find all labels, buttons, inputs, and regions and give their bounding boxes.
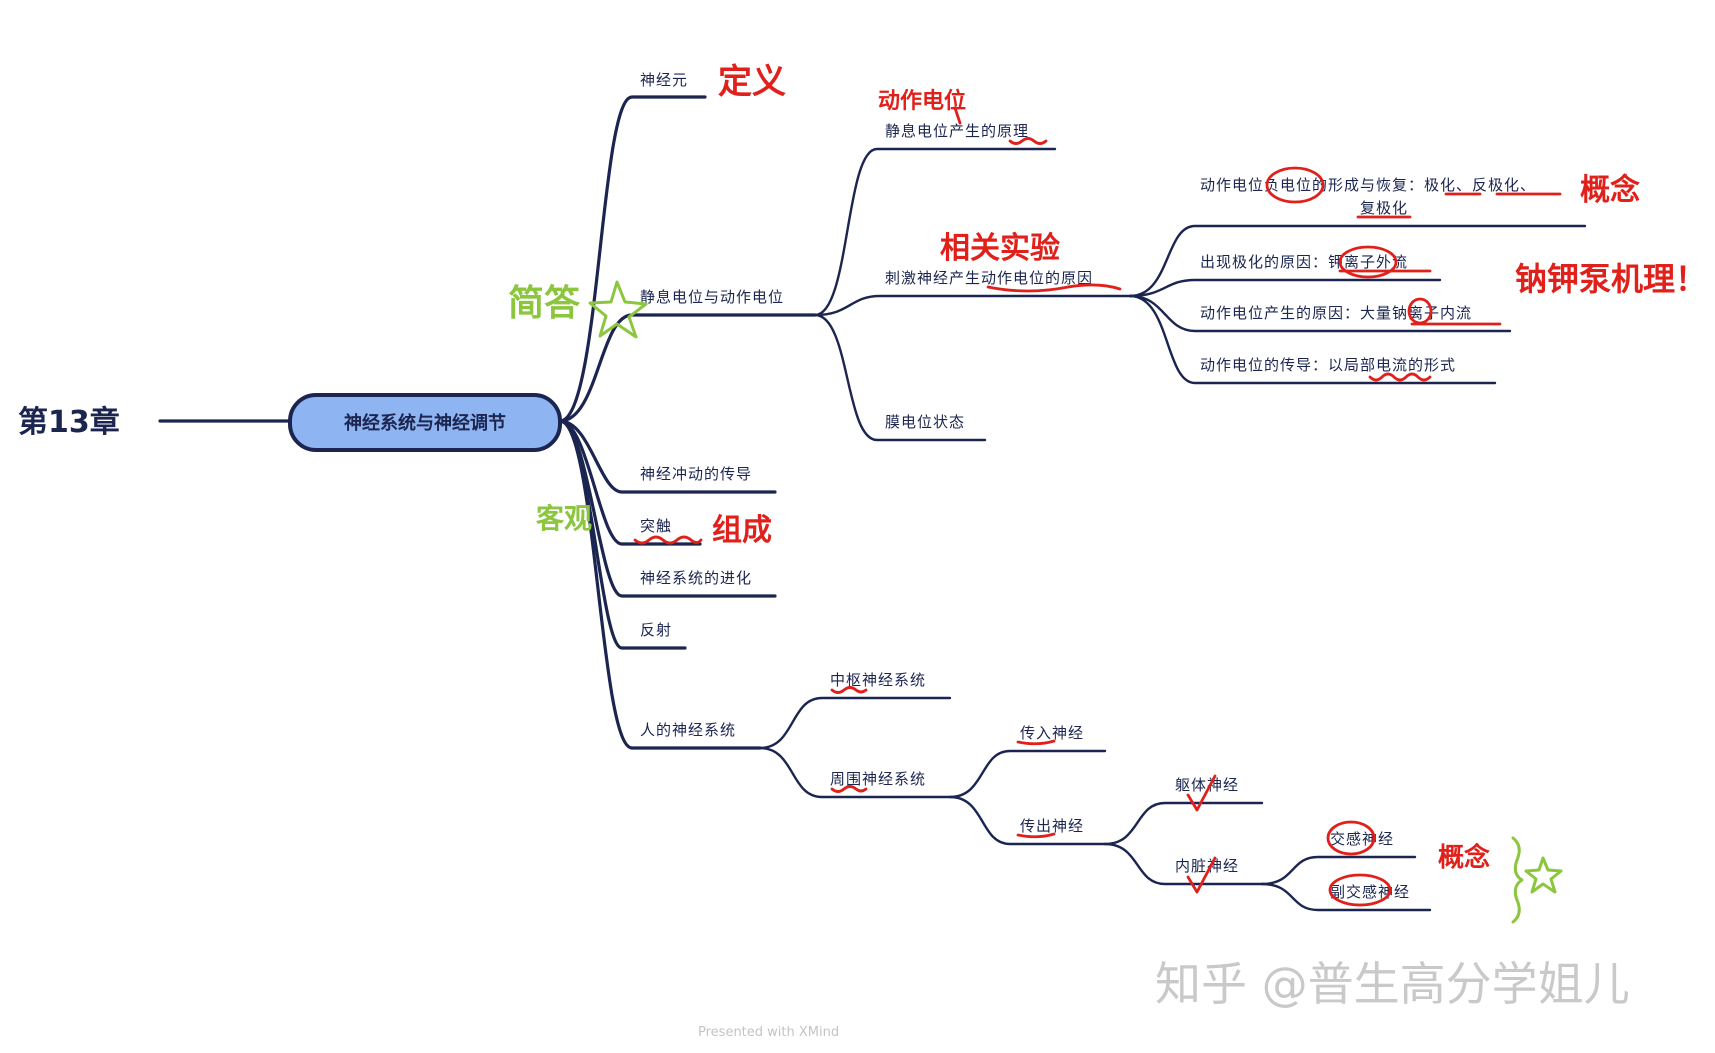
brace-mark [1511,836,1524,924]
edge-efferent [948,795,1107,846]
annotation-concept: 概念 [1580,173,1640,208]
green-markup [588,280,1563,924]
edge-polarization [1128,278,1442,298]
node-formation[interactable]: 动作电位负电位的形成与恢复：极化、反极化、 [1200,176,1536,194]
underline-mark [1016,832,1056,839]
edge-visceral [1103,842,1264,886]
edge-pns [758,746,952,799]
node-human-ns[interactable]: 人的神经系统 [640,721,736,739]
annotation-short-answer: 简答 [508,283,581,324]
node-neuron[interactable]: 神经元 [640,71,688,89]
node-evolution[interactable]: 神经系统的进化 [640,569,752,587]
annotation-na-k-pump: 钠钾泵机理！ [1515,260,1707,298]
edge-stimulus-cause [813,294,1132,317]
check-mark [1186,856,1217,894]
chapter-title: 第13章 [18,405,120,440]
node-potentials[interactable]: 静息电位与动作电位 [640,288,784,306]
annotation-action-potential: 动作电位 [878,88,966,114]
circle-mark [1328,873,1392,907]
edge-human-ns [558,419,762,750]
edge-parasympathetic [1260,882,1432,912]
pointer-mark [953,106,962,125]
node-reflex[interactable]: 反射 [640,621,672,639]
node-impulse[interactable]: 神经冲动的传导 [640,465,752,483]
star-icon [1524,856,1563,894]
central-topic-label: 神经系统与神经调节 [344,412,506,434]
node-resting-principle[interactable]: 静息电位产生的原理 [885,122,1029,140]
edge-afferent [948,749,1107,799]
edge-impulse [558,419,777,494]
annotation-related-experiment: 相关实验 [940,231,1060,266]
star-icon [588,280,648,339]
edge-membrane-state [813,313,987,442]
underline-mark [986,283,1122,293]
node-polarization-cause[interactable]: 出现极化的原因：钾离子外流 [1200,253,1408,271]
edge-cns [758,696,952,750]
wavy-underline [1368,372,1432,382]
node-efferent[interactable]: 传出神经 [1020,817,1084,835]
node-membrane-state[interactable]: 膜电位状态 [885,413,965,431]
wavy-underline [830,785,868,793]
edge-neuron [558,95,707,423]
node-cns[interactable]: 中枢神经系统 [830,671,926,689]
annotation-definition: 定义 [718,62,786,102]
node-synapse[interactable]: 突触 [640,517,672,535]
annotation-composition: 组成 [712,513,772,548]
edge-potentials [558,313,817,423]
edge-somatic [1103,801,1264,846]
watermark: 知乎 @普生高分学姐儿 [1155,957,1630,1011]
branch-lines [158,95,1587,912]
circle-mark [1326,820,1376,856]
edge-resting-principle [813,147,1057,317]
edge-sympathetic [1260,855,1417,886]
wavy-underline [1008,137,1048,145]
circle-mark [1265,166,1325,204]
node-pns[interactable]: 周围神经系统 [830,770,926,788]
node-afferent[interactable]: 传入神经 [1020,724,1084,742]
node-stimulus-cause[interactable]: 刺激神经产生动作电位的原因 [885,269,1093,287]
node-parasympathetic[interactable]: 副交感神经 [1330,883,1410,901]
node-visceral[interactable]: 内脏神经 [1175,857,1239,875]
edge-formation [1128,224,1587,298]
node-ap-cause[interactable]: 动作电位产生的原因：大量钠离子内流 [1200,304,1472,322]
check-mark [1186,774,1217,812]
node-sympathetic[interactable]: 交感神经 [1330,830,1394,848]
node-somatic[interactable]: 躯体神经 [1175,776,1239,794]
edge-conduction [1128,294,1497,385]
wavy-underline [633,535,703,545]
central-topic[interactable]: 神经系统与神经调节 [288,393,562,452]
annotation-concept-2: 概念 [1438,842,1490,873]
annotations: 定义 动作电位 相关实验 概念 钠钾泵机理！ 简答 客观 组成 概念 [508,62,1707,873]
wavy-underline [830,686,868,694]
annotation-objective: 客观 [536,502,592,535]
node-formation-cont: 复极化 [1360,199,1408,217]
red-markup [633,106,1562,907]
footer-credit: Presented with XMind [698,1025,839,1040]
circle-mark [1338,245,1398,279]
central-topic-box [288,393,562,452]
underline-mark [1016,739,1056,746]
node-labels: 神经元 静息电位与动作电位 静息电位产生的原理 刺激神经产生动作电位的原因 动作… [640,71,1536,901]
node-conduction[interactable]: 动作电位的传导：以局部电流的形式 [1200,356,1456,374]
